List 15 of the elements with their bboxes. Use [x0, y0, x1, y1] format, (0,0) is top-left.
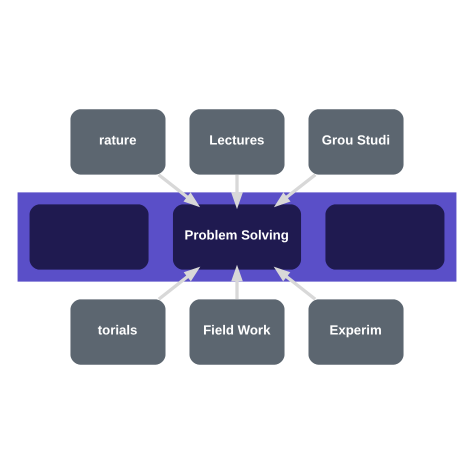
node-box: Lectures: [189, 109, 285, 175]
node-box: [325, 204, 444, 270]
node-box: Experim: [308, 299, 404, 365]
arrow: [231, 174, 243, 210]
node-box: rature: [70, 109, 166, 175]
node-box: Grou Studi: [308, 109, 404, 175]
arrow: [274, 173, 316, 208]
node-box: Field Work: [189, 299, 285, 365]
arrow: [158, 266, 200, 300]
node-box: [30, 204, 149, 270]
node-box: torials: [70, 299, 166, 365]
arrow: [231, 264, 243, 300]
arrow: [158, 173, 200, 208]
arrow: [274, 266, 316, 300]
node-box: Problem Solving: [172, 204, 302, 270]
